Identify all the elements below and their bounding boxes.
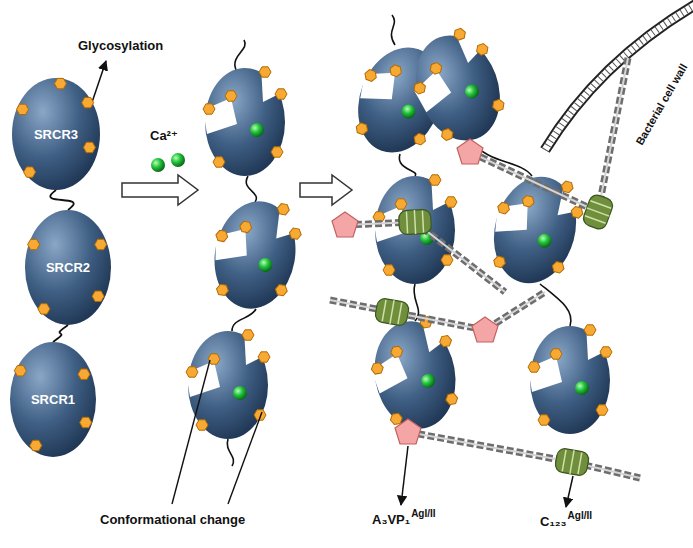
annotation-label: C₁₂₃ (540, 514, 567, 530)
srcr-domain: SRCR2 (25, 210, 111, 325)
c123-domains (374, 193, 615, 477)
annotation-label: Conformational change (100, 512, 245, 528)
a3vp1-domains (332, 139, 498, 444)
step-arrow (300, 175, 352, 205)
annotation-label: A₃VP₁ (372, 512, 410, 528)
annotation-label: Glycosylation (78, 38, 163, 54)
domain-label: SRCR3 (34, 127, 78, 142)
aggregated-domains (342, 15, 612, 435)
domain-label: SRCR1 (31, 392, 75, 407)
leader-line (228, 412, 262, 504)
leader-arrow (566, 476, 573, 507)
annotation-label: Ca²⁺ (150, 128, 178, 144)
adhesin-stalks (330, 58, 640, 478)
superscript-label: AgI/II (411, 508, 435, 520)
domain-label: SRCR2 (46, 260, 90, 275)
srcr-domain: SRCR3 (12, 78, 100, 190)
superscript-label: AgI/II (568, 510, 592, 522)
calcium-bound-domains (186, 40, 306, 466)
srcr-domain: SRCR1 (10, 342, 96, 457)
linker (53, 325, 68, 342)
linker (50, 190, 73, 210)
leader-arrow (401, 446, 408, 505)
calcium-step (122, 153, 198, 205)
annotation-label: Bacterial cell wall (633, 62, 690, 148)
cell-wall (545, 2, 693, 150)
leader-line (172, 360, 210, 504)
